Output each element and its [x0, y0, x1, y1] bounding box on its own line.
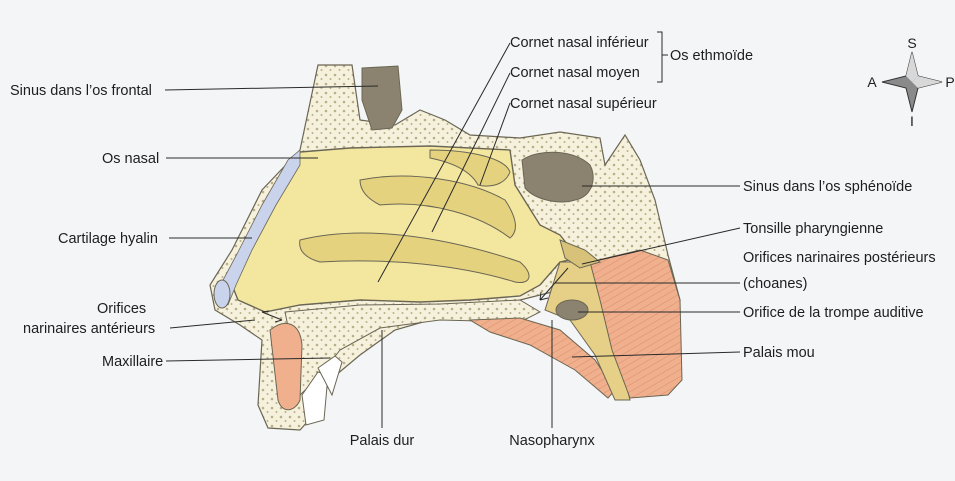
nostril — [214, 280, 230, 308]
label-cornet-inferieur: Cornet nasal inférieur — [510, 35, 649, 51]
label-orifices-post-2: (choanes) — [743, 276, 807, 292]
label-maxillaire: Maxillaire — [102, 354, 163, 370]
label-sinus-sphenoide: Sinus dans l’os sphénoïde — [743, 179, 912, 195]
compass-rose: S I A P — [867, 35, 954, 129]
label-cornet-superieur: Cornet nasal supérieur — [510, 96, 657, 112]
label-palais-mou: Palais mou — [743, 345, 815, 361]
label-cartilage-hyalin: Cartilage hyalin — [58, 231, 158, 247]
label-trompe: Orifice de la trompe auditive — [743, 305, 924, 321]
label-orifices-ant-1: Orifices — [97, 301, 146, 317]
label-tonsille: Tonsille pharyngienne — [743, 221, 883, 237]
compass-west-label: A — [867, 74, 877, 90]
label-nasopharynx: Nasopharynx — [509, 433, 595, 449]
label-orifices-ant-2: narinaires antérieurs — [23, 321, 155, 337]
sphenoid-sinus — [522, 152, 593, 202]
frontal-sinus — [362, 66, 402, 130]
compass-north-label: S — [907, 35, 916, 51]
auditory-tube-opening — [556, 300, 588, 320]
label-sinus-frontal: Sinus dans l’os frontal — [10, 83, 152, 99]
label-os-nasal: Os nasal — [102, 151, 159, 167]
label-palais-dur: Palais dur — [350, 433, 415, 449]
compass-south-label: I — [910, 113, 914, 129]
label-os-ethmoide: Os ethmoïde — [670, 48, 753, 64]
ethmoide-bracket — [657, 32, 668, 82]
label-cornet-moyen: Cornet nasal moyen — [510, 65, 640, 81]
label-orifices-post-1: Orifices narinaires postérieurs — [743, 250, 936, 266]
compass-east-label: P — [945, 74, 954, 90]
